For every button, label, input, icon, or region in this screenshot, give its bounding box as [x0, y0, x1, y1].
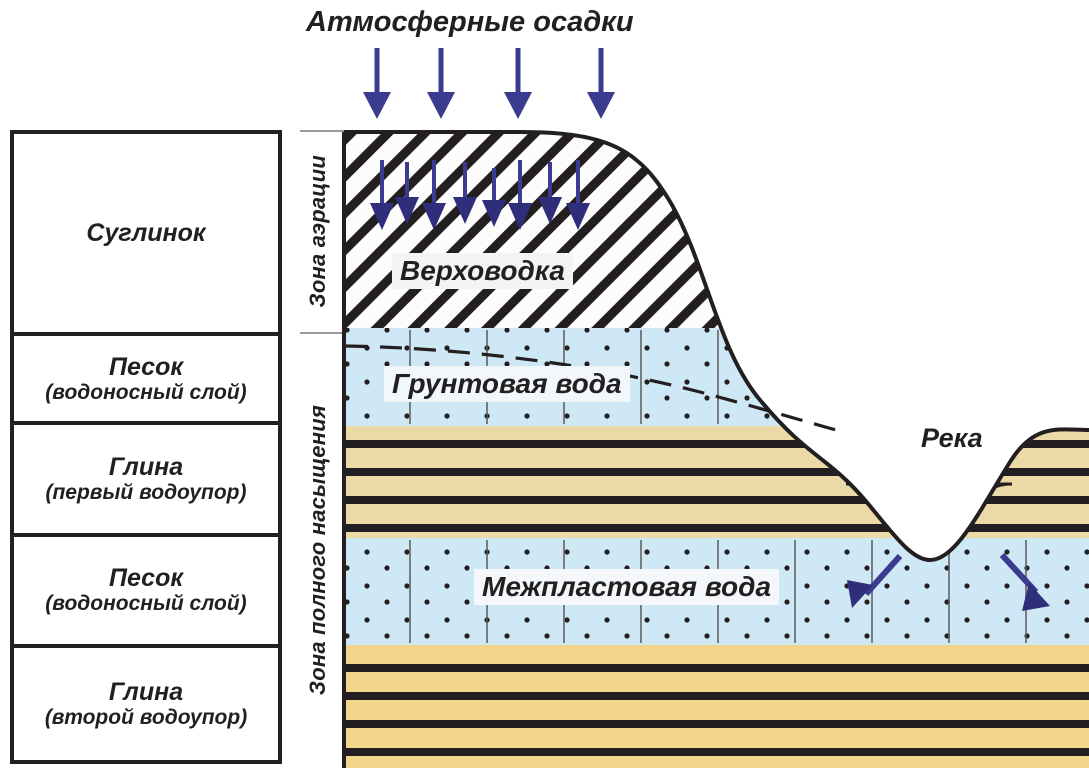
legend-item-sublabel: (первый водоупор) — [45, 481, 247, 505]
legend-item-sublabel: (водоносный слой) — [45, 380, 247, 404]
legend-item-clay-first: Глина (первый водоупор) — [14, 425, 278, 537]
infiltration-arrow — [453, 162, 477, 224]
label-river: Река — [921, 423, 983, 453]
precipitation-arrow — [427, 48, 455, 119]
label-perched-water: Верховодка — [392, 253, 573, 289]
infiltration-arrow — [538, 162, 562, 224]
zone-divider-middle — [300, 332, 356, 334]
legend-item-clay-second: Глина (второй водоупор) — [14, 648, 278, 760]
river-recharge-arrows — [847, 552, 1050, 611]
infiltration-arrow — [566, 160, 590, 230]
layer-loam — [344, 132, 1089, 330]
legend-item-label: Песок — [108, 352, 184, 381]
precipitation-arrow — [504, 48, 532, 119]
legend-item-label: Глина — [108, 453, 184, 482]
layer-clay-second — [344, 645, 1089, 768]
legend-item-sublabel: (второй водоупор) — [44, 706, 248, 730]
legend-item-label: Песок — [108, 564, 184, 593]
infiltration-arrow — [370, 160, 394, 230]
legend-item-label: Глина — [108, 678, 184, 707]
river-recharge-arrow-left — [847, 553, 903, 608]
infiltration-arrow — [508, 160, 532, 230]
label-interstratal-water: Межпластовая вода — [474, 569, 780, 605]
terrain-profile-line — [344, 130, 1089, 563]
legend-item-label: Суглинок — [86, 219, 206, 248]
river-recharge-arrow-right — [999, 552, 1050, 611]
infiltration-arrows — [370, 160, 590, 230]
precipitation-arrow — [363, 48, 391, 119]
precipitation-arrow — [587, 48, 615, 119]
legend-panel: Суглинок Песок (водоносный слой) Глина (… — [10, 130, 282, 764]
precipitation-arrows — [363, 48, 615, 119]
page-title: Атмосферные осадки — [306, 6, 634, 38]
infiltration-arrow — [422, 160, 446, 230]
legend-item-sand-lower: Песок (водоносный слой) — [14, 537, 278, 648]
legend-item-sand-upper: Песок (водоносный слой) — [14, 336, 278, 426]
legend-item-sublabel: (водоносный слой) — [45, 592, 247, 616]
infiltration-arrow — [482, 168, 506, 227]
water-table-dashed-line — [345, 344, 837, 432]
label-ground-water: Грунтовая вода — [384, 366, 630, 402]
legend-item-loam: Суглинок — [14, 134, 278, 337]
zone-divider-top — [300, 130, 356, 132]
infiltration-arrow — [395, 162, 419, 224]
